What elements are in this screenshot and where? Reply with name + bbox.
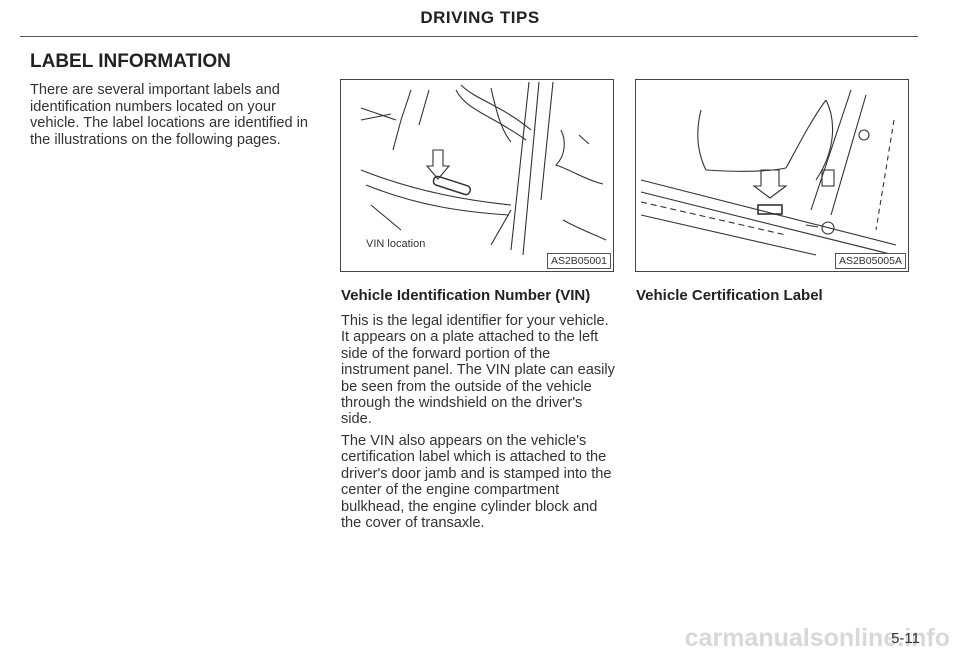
- vin-heading: Vehicle Identification Number (VIN): [341, 287, 591, 304]
- vin-location-callout: VIN location: [366, 238, 426, 250]
- header-divider: [20, 36, 918, 37]
- figure-code: AS2B05005A: [834, 253, 906, 269]
- certification-label-heading: Vehicle Certification Label: [636, 287, 823, 304]
- vin-location-illustration: [360, 81, 607, 256]
- vin-location-figure: VIN location AS2B05001: [340, 79, 614, 272]
- vin-paragraph-2: The VIN also appears on the vehicle's ce…: [341, 433, 612, 532]
- watermark: carmanualsonline.info: [684, 624, 950, 652]
- page-header-title: DRIVING TIPS: [420, 8, 540, 27]
- page-number: 5-11: [891, 630, 920, 647]
- certification-label-illustration: [640, 89, 897, 256]
- section-heading: LABEL INFORMATION: [30, 51, 231, 72]
- figure-code: AS2B05001: [546, 253, 611, 269]
- vin-paragraph-1: This is the legal identifier for your ve…: [341, 313, 615, 428]
- intro-paragraph: There are several important labels and i…: [30, 82, 308, 148]
- certification-label-figure: AS2B05005A: [635, 79, 909, 272]
